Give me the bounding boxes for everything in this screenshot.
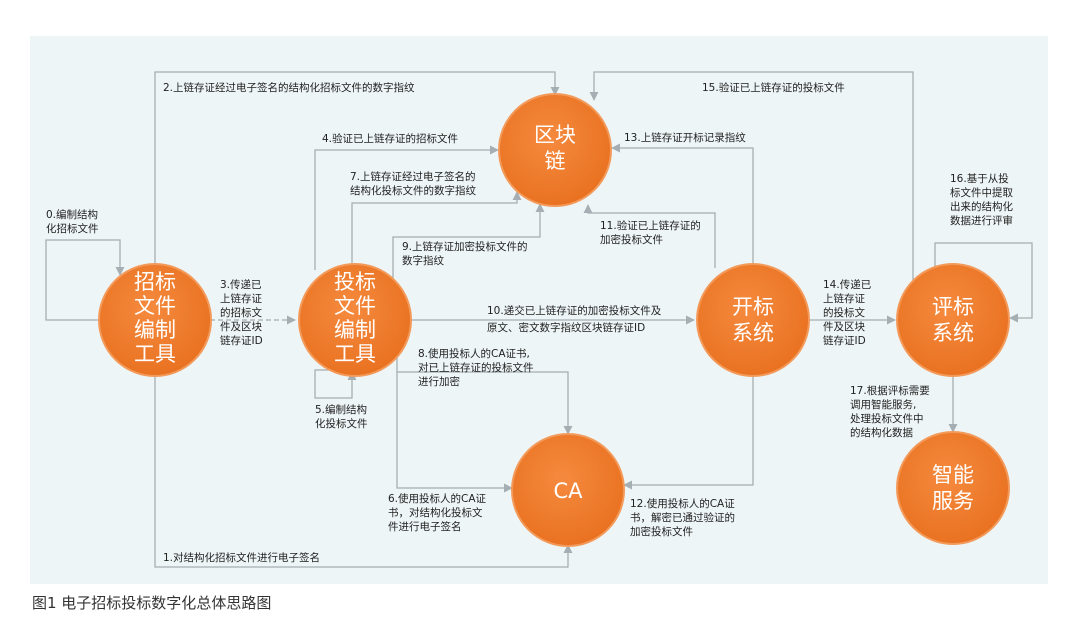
label-11-line2: 加密投标文件 [600, 233, 663, 246]
label-16-line2: 标文件中提取 [950, 186, 1013, 199]
label-3-line5: 链存证ID [220, 334, 263, 347]
edge-12 [623, 372, 754, 490]
label-4: 4.验证已上链存证的招标文件 [322, 132, 458, 145]
label-17-line4: 的结构化数据 [850, 426, 913, 439]
label-7-line1: 7.上链存证经过电子签名的 [350, 170, 476, 183]
node-smart-line1: 智能 [932, 463, 974, 487]
label-17-line3: 处理投标文件中 [850, 412, 924, 425]
label-10-line1: 10.递交已上链存证的加密投标文件及 [487, 304, 662, 317]
label-11-line1: 11.验证已上链存证的 [600, 219, 701, 232]
label-14-line1: 14.传递已 [823, 278, 871, 291]
label-5-line1: 5.编制结构 [315, 403, 367, 416]
label-0-line2: 化招标文件 [46, 222, 99, 235]
label-14-line5: 链存证ID [823, 334, 866, 347]
label-7-line2: 结构化投标文件的数字指纹 [350, 184, 476, 197]
edge-7 [351, 191, 522, 268]
label-6-line3: 件进行电子签名 [388, 520, 462, 533]
node-ca-label: CA [553, 479, 583, 503]
node-tender-tool-line1: 投标 [334, 270, 376, 294]
label-14-line4: 件及区块 [823, 321, 865, 333]
node-blockchain-line2: 链 [545, 149, 566, 173]
label-17-line1: 17.根据评标需要 [850, 384, 930, 397]
edge-9 [392, 203, 545, 285]
label-14-line2: 上链存证 [823, 292, 865, 305]
label-3-line1: 3.传递已 [220, 278, 262, 291]
node-evaluation-line2: 系统 [932, 321, 974, 345]
label-12-line2: 书，解密已通过验证的 [630, 511, 735, 524]
label-0-line1: 0.编制结构 [46, 208, 98, 221]
node-smart-services: 智能 服务 [896, 431, 1010, 545]
node-bid-tool-line2: 文件 [134, 294, 176, 318]
label-9-line1: 9.上链存证加密投标文件的 [402, 240, 528, 253]
edge-1 [154, 372, 573, 568]
label-13: 13.上链存证开标记录指纹 [624, 131, 746, 144]
node-blockchain-line1: 区块 [534, 123, 576, 147]
label-12-line3: 加密投标文件 [630, 525, 693, 538]
node-blockchain: 区块 链 [498, 93, 612, 207]
label-2: 2.上链存证经过电子签名的结构化招标文件的数字指纹 [163, 81, 415, 94]
node-evaluation-system: 评标 系统 [896, 263, 1010, 377]
node-bid-tool-line4: 工具 [134, 342, 176, 366]
edge-4 [314, 145, 499, 270]
edge-labels: 0.编制结构 化招标文件 1.对结构化招标文件进行电子签名 2.上链存证经过电子… [46, 81, 1013, 564]
label-16-line4: 数据进行评审 [950, 214, 1013, 227]
label-17-line2: 调用智能服务, [850, 398, 916, 411]
label-8-line3: 进行加密 [418, 375, 460, 388]
node-evaluation-line1: 评标 [932, 295, 974, 319]
node-opening-line2: 系统 [732, 321, 774, 345]
node-tender-tool: 投标 文件 编制 工具 [298, 263, 412, 377]
node-bid-tool: 招标 文件 编制 工具 [98, 263, 212, 377]
label-12-line1: 12.使用投标人的CA证 [630, 497, 735, 510]
node-tender-tool-line3: 编制 [334, 318, 376, 342]
label-15: 15.验证已上链存证的投标文件 [702, 81, 845, 94]
label-6-line1: 6.使用投标人的CA证 [388, 492, 487, 505]
label-14-line3: 的投标文 [823, 306, 865, 319]
label-16-line3: 出来的结构化 [950, 200, 1013, 213]
edge-8 [396, 352, 573, 435]
node-opening-system: 开标 系统 [696, 263, 810, 377]
edge-5 [314, 369, 357, 399]
node-tender-tool-line4: 工具 [334, 342, 376, 366]
node-bid-tool-line1: 招标 [134, 270, 176, 294]
node-tender-tool-line2: 文件 [334, 294, 376, 318]
label-8-line1: 8.使用投标人的CA证书, [418, 347, 530, 360]
edge-6 [396, 372, 513, 493]
label-5-line2: 化投标文件 [315, 417, 368, 430]
label-1: 1.对结构化招标文件进行电子签名 [163, 551, 320, 564]
label-16-line1: 16.基于从投 [950, 172, 1009, 185]
label-3-line2: 上链存证 [220, 292, 262, 305]
edge-0 [45, 239, 125, 321]
node-opening-line1: 开标 [732, 295, 774, 319]
edge-2 [154, 71, 560, 268]
edge-15 [589, 71, 914, 280]
label-10-line2: 原文、密文数字指纹区块链存证ID [487, 321, 645, 334]
label-3-line3: 的招标文 [220, 306, 262, 319]
edge-16 [934, 242, 1033, 323]
label-8-line2: 对已上链存证的投标文件 [418, 361, 534, 374]
label-3-line4: 件及区块 [220, 321, 262, 333]
label-9-line2: 数字指纹 [402, 254, 444, 267]
label-6-line2: 书，对结构化投标文 [388, 506, 483, 519]
edge-11 [583, 204, 716, 268]
node-smart-line2: 服务 [932, 489, 974, 513]
figure-caption: 图1 电子招标投标数字化总体思路图 [32, 594, 272, 612]
edge-13 [611, 143, 754, 268]
node-ca: CA [511, 433, 625, 547]
node-bid-tool-line3: 编制 [134, 318, 176, 342]
